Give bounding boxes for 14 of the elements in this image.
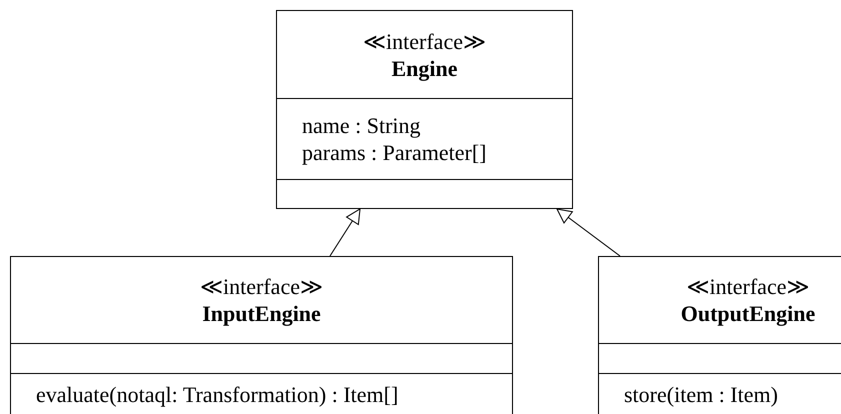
class-box: [10, 256, 513, 414]
stereotype-label: ≪interface≫: [200, 273, 323, 300]
stereotype-label: ≪interface≫: [686, 273, 810, 300]
generalization-arrow: [330, 208, 360, 256]
member-text: evaluate(notaql: Transformation) : Item[]: [36, 381, 400, 408]
class-name: Engine: [391, 54, 458, 82]
member-text: store(item : Item): [624, 381, 779, 408]
class-name: OutputEngine: [680, 300, 816, 327]
stereotype-label: ≪interface≫: [363, 28, 486, 55]
member-text: params : Parameter[]: [302, 139, 488, 166]
class-box: [276, 10, 573, 209]
class-name: InputEngine: [202, 300, 321, 327]
member-text: name : String: [302, 112, 422, 140]
generalization-arrow: [556, 208, 620, 256]
